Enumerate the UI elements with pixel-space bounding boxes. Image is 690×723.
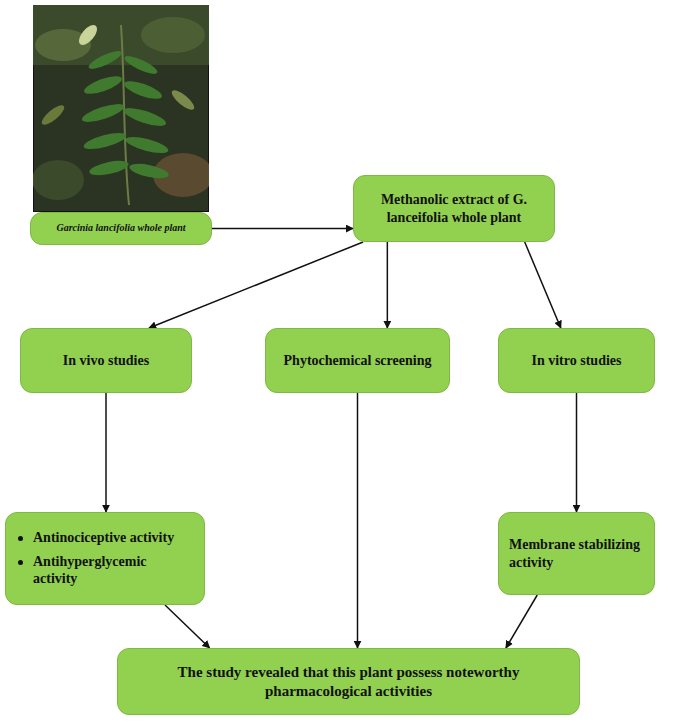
flow-arrow [387,242,389,328]
box-text: The study revealed that this plant posse… [128,663,569,701]
flow-arrow [149,242,363,328]
flow-arrow [165,605,210,648]
flow-arrow [576,393,578,512]
flow-arrow [212,228,353,230]
result-box: Antinociceptive activityAntihyperglycemi… [5,512,205,605]
process-box: Phytochemical screening [265,328,450,393]
caption-box: Garcinia lancifolia whole plant [30,212,212,245]
bullet-item: Antinociceptive activity [16,529,194,547]
flow-arrow [506,595,537,648]
plant-caption: Garcinia lancifolia whole plant [37,222,205,235]
activity-text: Antihyperglycemic activity [33,553,194,588]
plant-photo [33,5,209,212]
flow-arrow [105,393,107,512]
box-text: Membrane stabilizing activity [509,536,644,571]
process-box: In vitro studies [498,328,655,393]
bullet-dot [18,536,23,541]
box-text: In vitro studies [509,352,644,370]
box-text: In vivo studies [31,352,181,370]
process-box: Methanolic extract of G. lanceifolia who… [353,175,555,242]
activity-text: Antinociceptive activity [33,529,174,547]
bullet-item: Antihyperglycemic activity [16,553,194,588]
box-text: Phytochemical screening [276,352,439,370]
flow-arrow [525,242,561,328]
conclusion-box: The study revealed that this plant posse… [117,648,580,715]
flow-arrow [357,393,359,648]
bullet-dot [18,560,23,565]
result-box: Membrane stabilizing activity [498,512,655,595]
process-box: In vivo studies [20,328,192,393]
box-text: Methanolic extract of G. lanceifolia who… [364,191,544,226]
